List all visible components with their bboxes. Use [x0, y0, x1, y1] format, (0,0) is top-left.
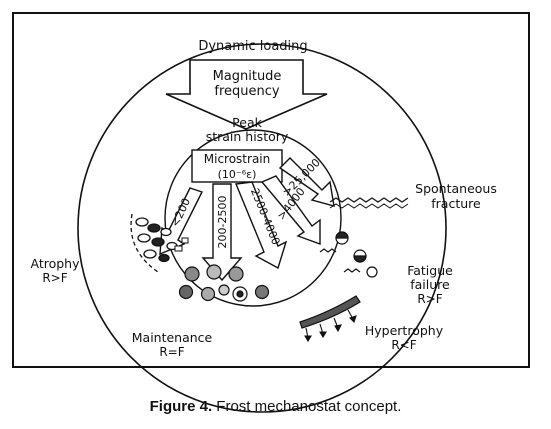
hypertrophy-arrows	[304, 309, 357, 343]
fracture-line	[329, 197, 409, 203]
fatigue-cells	[319, 231, 378, 278]
outer-bone-circle	[77, 43, 447, 413]
arrow-range-gt4000	[260, 175, 321, 245]
spontaneous-label: Spontaneous	[415, 181, 497, 196]
strain-history-label: strain history	[206, 129, 289, 144]
inner-bone-circle	[164, 129, 342, 307]
maintenance-ratio-label: R=F	[159, 345, 184, 359]
hypertrophy-band	[299, 295, 361, 329]
caption-figure-number: Figure 4.	[149, 398, 213, 415]
fracture-line-2	[329, 203, 409, 209]
hypertrophy-label: Hypertrophy	[365, 323, 444, 338]
atrophy-marker-symbols	[174, 237, 189, 252]
failure-label: failure	[410, 277, 450, 292]
atrophy-ratio-label: R>F	[42, 271, 67, 285]
fracture-label: fracture	[431, 196, 481, 211]
arrow-range-2500-4000	[235, 181, 288, 270]
maintenance-label: Maintenance	[132, 330, 213, 345]
range-label-200-2500: 200-2500	[216, 196, 229, 249]
maintenance-cells	[178, 264, 270, 302]
fatigue-ratio-label: R>F	[417, 292, 442, 306]
input-arrow	[165, 59, 328, 130]
frequency-label: frequency	[214, 84, 280, 99]
microstrain-label: Microstrain	[204, 152, 270, 166]
dynamic-loading-label: Dynamic loading	[198, 39, 307, 54]
hypertrophy-ratio-label: R<F	[391, 338, 416, 352]
atrophy-label: Atrophy	[31, 256, 81, 271]
fatigue-label: Fatigue	[407, 263, 453, 278]
atrophy-cells	[135, 217, 178, 263]
peak-label: Peak	[232, 115, 262, 130]
magnitude-label: Magnitude	[213, 69, 282, 84]
microstrain-unit-label: (10⁻⁶ε)	[218, 168, 257, 181]
figure-caption: Figure 4. Frost mechanostat concept.	[0, 398, 551, 415]
caption-text: Frost mechanostat concept.	[212, 398, 402, 415]
arrow-range-gt25000	[278, 157, 335, 207]
